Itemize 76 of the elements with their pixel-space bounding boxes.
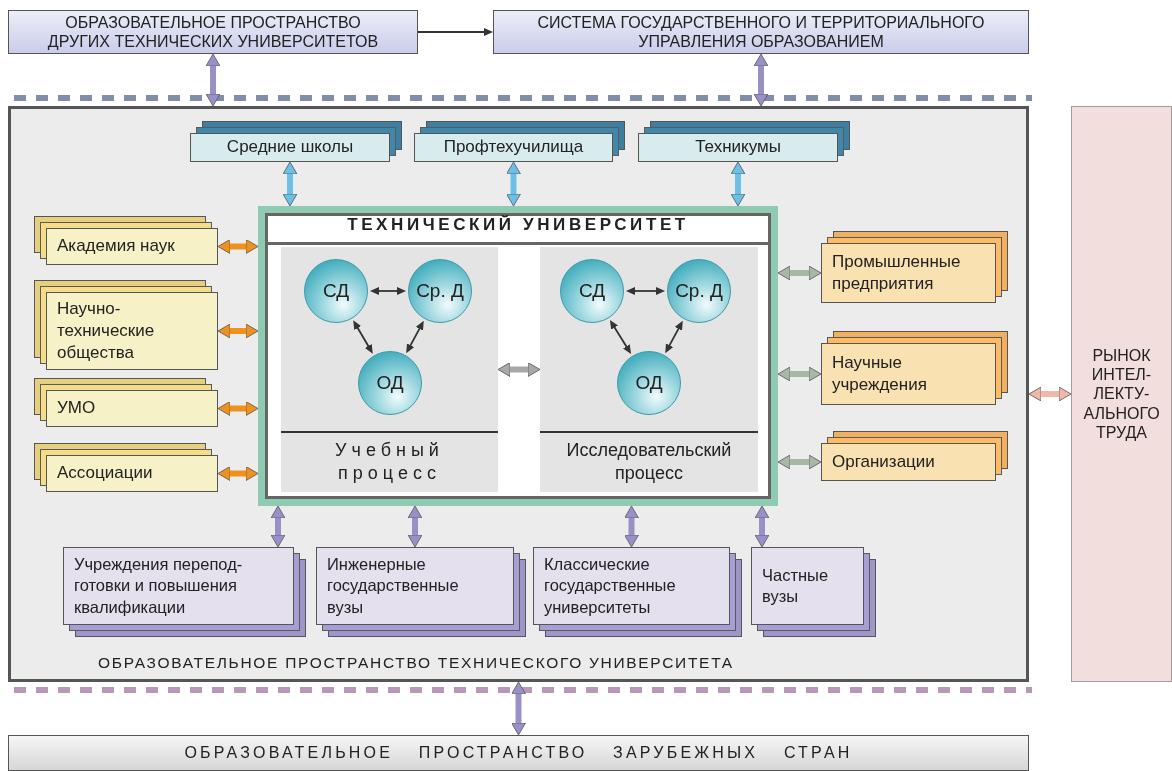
node-label: РЫНОК ИНТЕЛ- ЛЕКТУ- АЛЬНОГО ТРУДА bbox=[1082, 346, 1161, 442]
node-label: Академия наук bbox=[57, 235, 175, 258]
stacked-box bbox=[190, 121, 402, 162]
double-arrow bbox=[777, 265, 822, 281]
node-label: ОД bbox=[635, 372, 663, 394]
double-arrow bbox=[497, 362, 541, 377]
stacked-box bbox=[414, 121, 625, 162]
node-label: СД bbox=[578, 280, 606, 302]
node-label: Инженерные государственные вузы bbox=[327, 553, 460, 618]
node-label: Ср. Д bbox=[675, 280, 723, 302]
double-arrow bbox=[407, 505, 423, 548]
double-arrow bbox=[217, 323, 259, 339]
process-panel bbox=[281, 247, 498, 492]
node-label: ОД bbox=[376, 372, 404, 394]
node-label: СИСТЕМА ГОСУДАРСТВЕННОГО И ТЕРРИТОРИАЛЬНОГО УПРАВЛЕНИЯ ОБРАЗОВАНИЕМ bbox=[536, 12, 986, 52]
double-arrow bbox=[506, 161, 521, 207]
double-arrow bbox=[511, 681, 526, 736]
process-label: Учебный процесс bbox=[334, 438, 445, 485]
side-panel bbox=[1071, 106, 1172, 682]
double-arrow bbox=[217, 466, 259, 481]
double-arrow bbox=[217, 401, 259, 416]
footer-band bbox=[8, 735, 1029, 771]
double-arrow bbox=[282, 161, 298, 207]
double-arrow bbox=[754, 505, 770, 548]
stacked-box bbox=[638, 121, 850, 162]
process-label: Исследовательский процесс bbox=[565, 438, 733, 485]
region-caption: ОБРАЗОВАТЕЛЬНОЕ ПРОСТРАНСТВО ТЕХНИЧЕСКОГО УНИВЕРСИТЕТА bbox=[98, 654, 734, 672]
stacked-box bbox=[533, 547, 742, 637]
double-arrow bbox=[777, 366, 822, 382]
node-label: Организации bbox=[832, 450, 935, 473]
node-label: Техникумы bbox=[695, 136, 781, 159]
node-label: Ср. Д bbox=[416, 280, 464, 302]
stacked-box bbox=[63, 547, 306, 637]
stacked-box bbox=[751, 547, 876, 637]
double-arrow bbox=[665, 320, 683, 354]
stacked-box bbox=[34, 378, 218, 427]
node-label: ОБРАЗОВАТЕЛЬНОЕ ПРОСТРАНСТВО ЗАРУБЕЖНЫХ СТРАН bbox=[184, 743, 853, 763]
node-label: Научные учреждения bbox=[832, 351, 928, 396]
header-box bbox=[8, 10, 418, 54]
stacked-box bbox=[34, 216, 218, 265]
stacked-box bbox=[34, 280, 218, 370]
stacked-box bbox=[821, 431, 1008, 481]
region-panel bbox=[8, 106, 1029, 682]
double-arrow bbox=[270, 505, 286, 548]
double-arrow bbox=[205, 53, 221, 107]
double-arrow bbox=[1028, 386, 1072, 402]
node-label: Учреждения перепод- готовки и повышения квалификации bbox=[74, 553, 244, 618]
double-arrow bbox=[609, 319, 632, 355]
node-label: Профтехучилища bbox=[443, 136, 584, 159]
double-arrow bbox=[777, 454, 822, 470]
process-panel bbox=[540, 247, 758, 492]
arrow bbox=[417, 28, 493, 36]
node-label: Промышленные предприятия bbox=[832, 250, 962, 295]
double-arrow bbox=[626, 287, 665, 295]
panel-title: ТЕХНИЧЕСКИЙ УНИВЕРСИТЕТ bbox=[346, 215, 690, 235]
stacked-box bbox=[34, 443, 218, 492]
double-arrow bbox=[353, 320, 373, 354]
double-arrow bbox=[406, 320, 424, 354]
node-label: СД bbox=[322, 280, 350, 302]
node-label: Научно-технические общества bbox=[57, 297, 156, 365]
node-label: Частные вузы bbox=[762, 564, 830, 607]
node-label: УМО bbox=[57, 397, 96, 420]
stacked-box bbox=[316, 547, 526, 637]
node-label: Ассоциации bbox=[57, 462, 153, 485]
node-label: Средние школы bbox=[226, 136, 354, 159]
university-panel bbox=[258, 206, 778, 506]
double-arrow bbox=[753, 53, 769, 107]
node-label: ОБРАЗОВАТЕЛЬНОЕ ПРОСТРАНСТВО ДРУГИХ ТЕХНИЧЕСКИХ УНИВЕРСИТЕТОВ bbox=[46, 12, 380, 52]
header-box bbox=[493, 10, 1029, 54]
double-arrow bbox=[370, 287, 406, 295]
double-arrow bbox=[624, 505, 639, 548]
stacked-box bbox=[821, 331, 1008, 405]
stacked-box bbox=[821, 231, 1008, 303]
double-arrow bbox=[730, 161, 746, 207]
double-arrow bbox=[217, 239, 259, 254]
node-label: Классические государственные университеты bbox=[544, 553, 677, 618]
